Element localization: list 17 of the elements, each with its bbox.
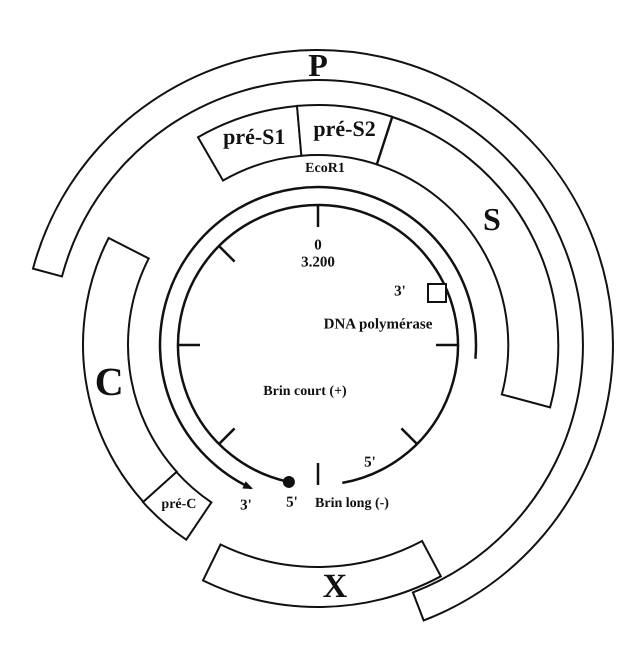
gene-label: X (322, 570, 348, 604)
gene-label: S (483, 202, 501, 235)
position-label: 0 (314, 238, 322, 254)
strand-end-label: 5' (286, 496, 298, 510)
position-label: 3.200 (301, 256, 335, 270)
strand-end-label: 3' (240, 498, 252, 514)
gene-label: pré-S2 (313, 118, 376, 140)
gene-label: P (308, 49, 328, 81)
strand-end-label: 3' (394, 284, 406, 300)
gene-label: pré-S1 (223, 126, 286, 148)
strand-end-label: 5' (364, 456, 376, 470)
gene-label: pré-C (161, 498, 196, 512)
restriction-site-label: EcoR1 (305, 162, 345, 176)
strand-label: Brin long (-) (315, 497, 389, 511)
gene-label: C (94, 362, 124, 402)
strand-label: Brin court (+) (263, 385, 347, 399)
enzyme-label: DNA polymérase (324, 318, 432, 332)
